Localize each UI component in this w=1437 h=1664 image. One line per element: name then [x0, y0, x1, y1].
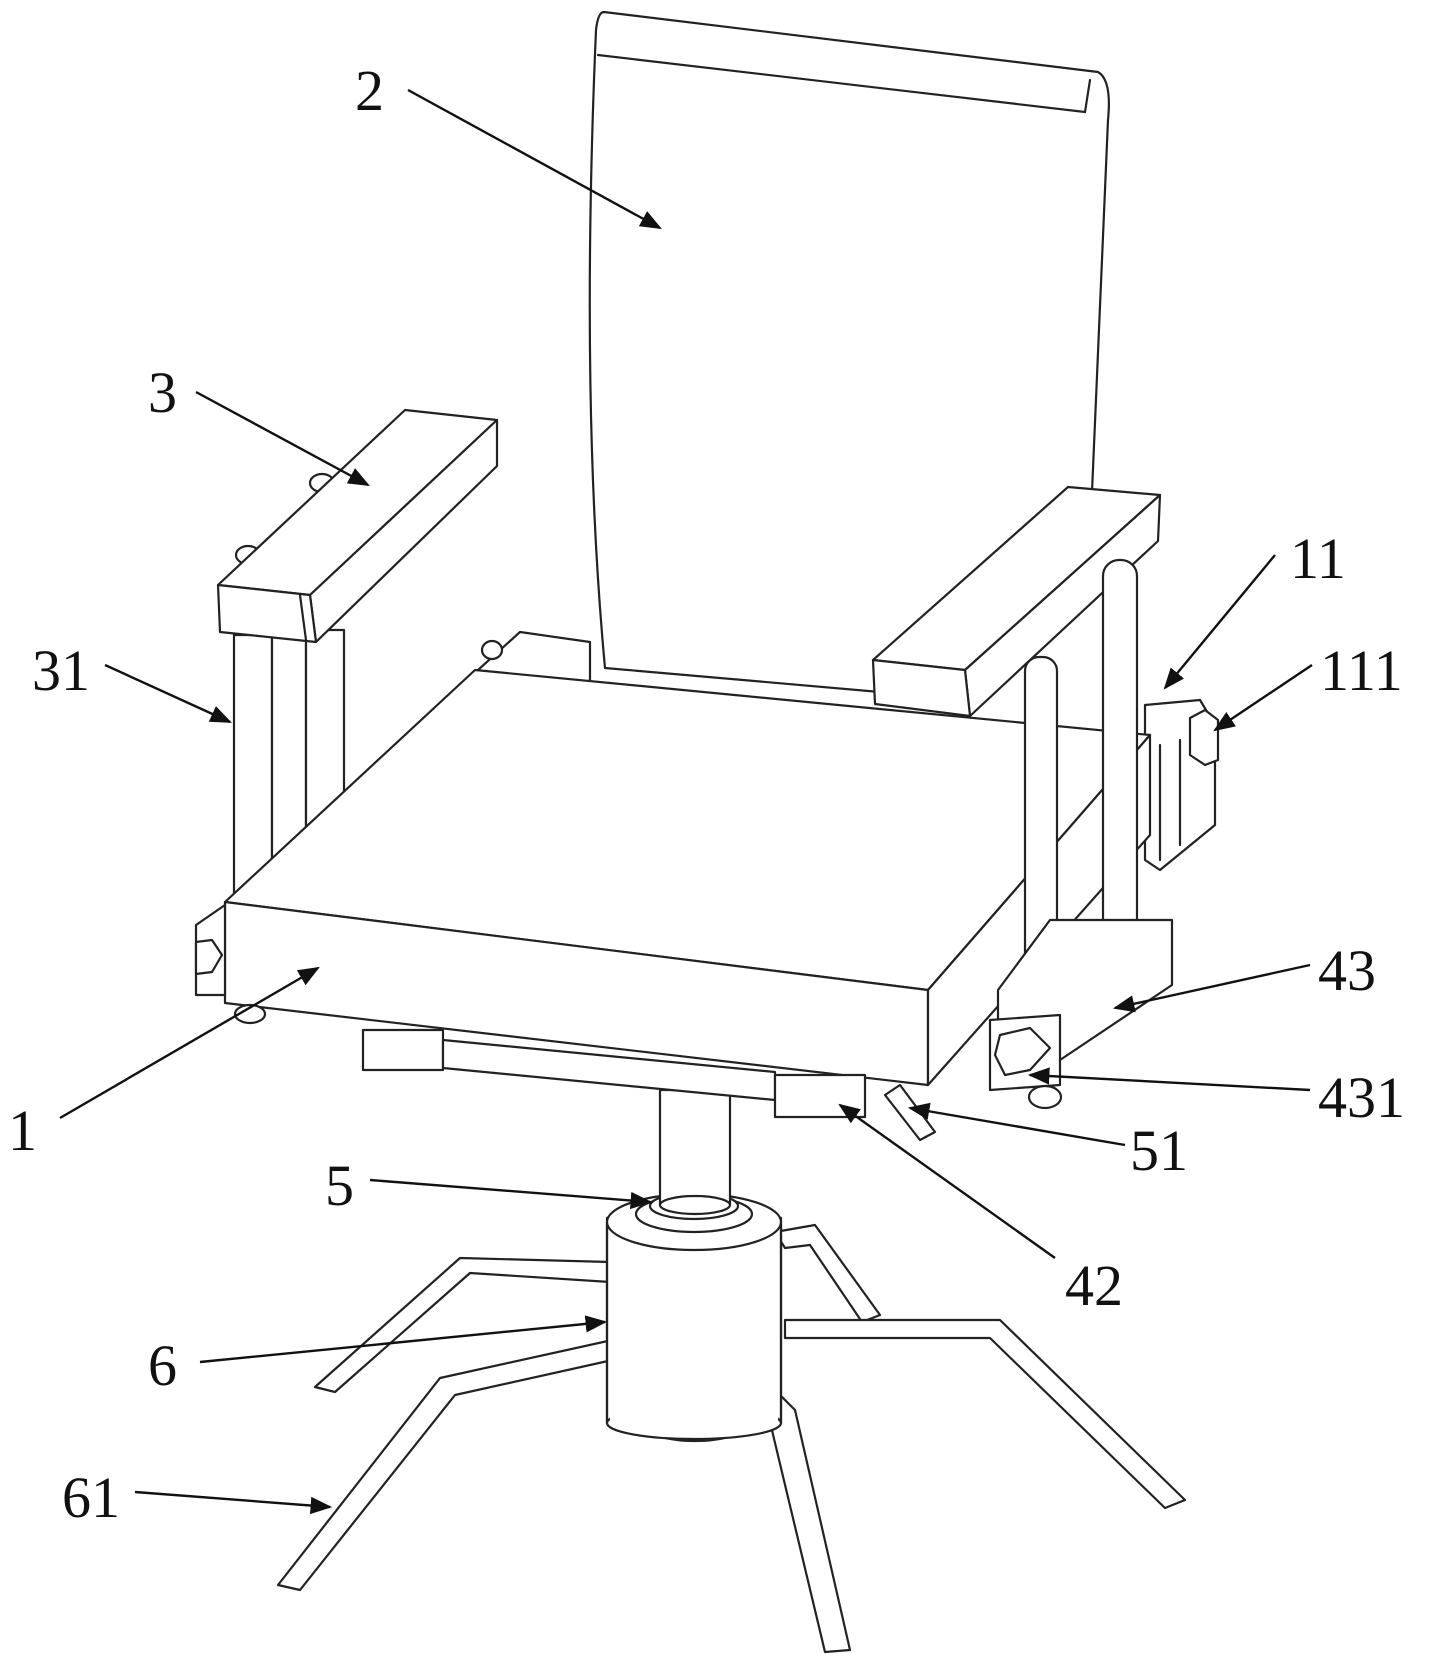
label-armrest-post: 31: [32, 638, 90, 703]
leader-seat: [59, 966, 320, 1120]
label-bolt: 111: [1320, 638, 1403, 703]
label-side-part: 11: [1290, 526, 1346, 591]
leader-clamp-bolt: [1027, 1067, 1311, 1092]
label-bracket: 42: [1065, 1253, 1123, 1318]
leader-lever: [907, 1102, 1126, 1147]
leader-leg: [134, 1490, 333, 1515]
column: [658, 1088, 732, 1216]
leader-clamp-block: [1112, 963, 1311, 1013]
label-seat: 1: [8, 1098, 37, 1163]
right-side-parts: [1143, 698, 1220, 872]
leader-hub: [199, 1315, 608, 1364]
right-armrest: [871, 485, 1162, 718]
label-clamp-block: 43: [1318, 938, 1376, 1003]
leader-armrest: [195, 390, 370, 487]
label-column: 5: [325, 1153, 354, 1218]
leader-back: [407, 88, 662, 230]
seat: [194, 668, 1152, 1087]
label-hub: 6: [148, 1333, 177, 1398]
clamp-assembly: [988, 558, 1174, 1110]
hub: [605, 1191, 783, 1443]
brackets: [361, 1028, 937, 1142]
label-back: 2: [355, 58, 384, 123]
leader-column: [369, 1178, 653, 1210]
label-armrest: 3: [148, 360, 177, 425]
backrest: [588, 10, 1110, 702]
reference-labels: 2 3 31 11 111 43 431 1 51 5 42 6 61: [8, 58, 1405, 1530]
leader-lines: [59, 88, 1313, 1515]
label-leg: 61: [62, 1465, 120, 1530]
base-legs: [276, 1223, 1187, 1654]
leader-side-part: [1163, 554, 1276, 690]
leader-bolt: [1213, 664, 1313, 732]
label-lever: 51: [1130, 1118, 1188, 1183]
label-clamp-bolt: 431: [1318, 1065, 1405, 1130]
leader-armrest-post: [104, 663, 232, 724]
leader-bracket: [838, 1103, 1056, 1259]
